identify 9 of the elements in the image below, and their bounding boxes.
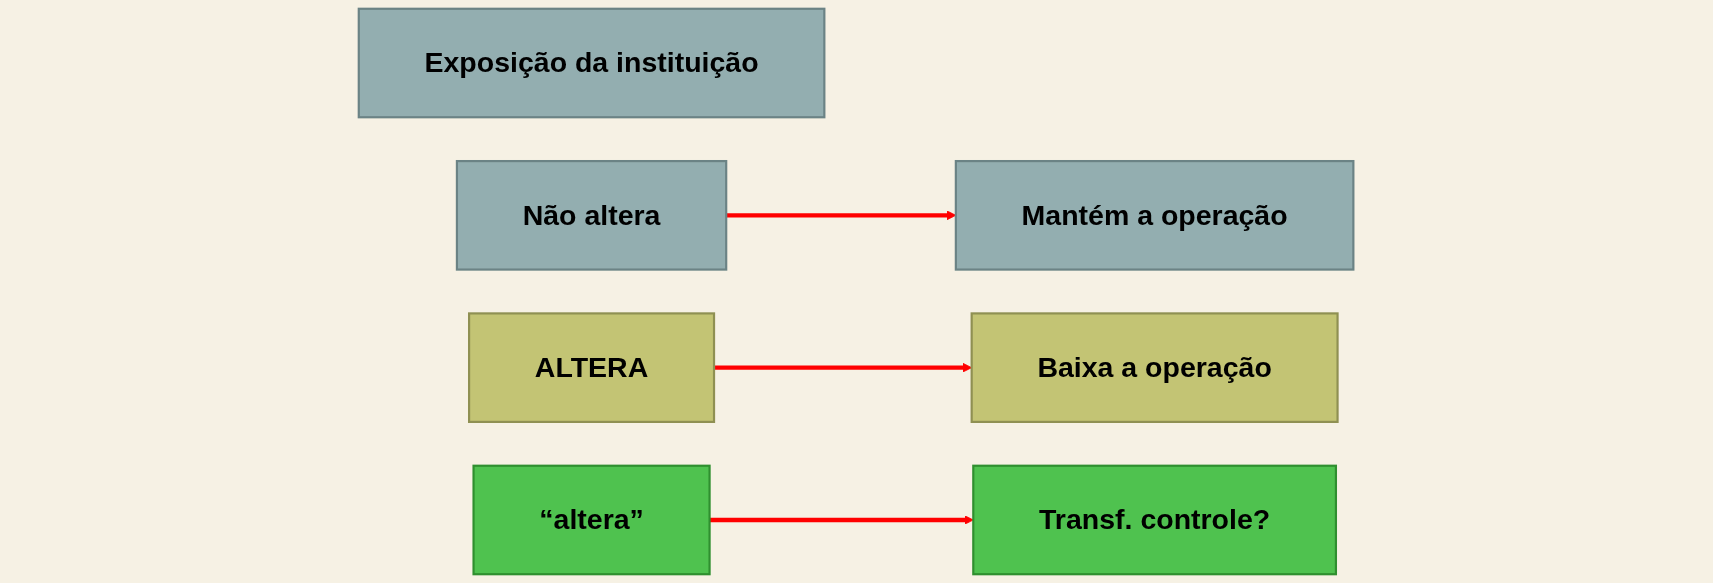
node-box: Não altera	[456, 160, 728, 271]
arrow	[714, 362, 973, 373]
node-box: Mantém a operação	[955, 160, 1355, 271]
arrow	[726, 210, 957, 221]
node-box: Baixa a operação	[971, 312, 1340, 423]
node-box: ALTERA	[468, 312, 716, 423]
node-box: “altera”	[472, 464, 712, 576]
node-box: Exposição da instituição	[358, 7, 826, 119]
node-box: Transf. controle?	[972, 464, 1338, 576]
